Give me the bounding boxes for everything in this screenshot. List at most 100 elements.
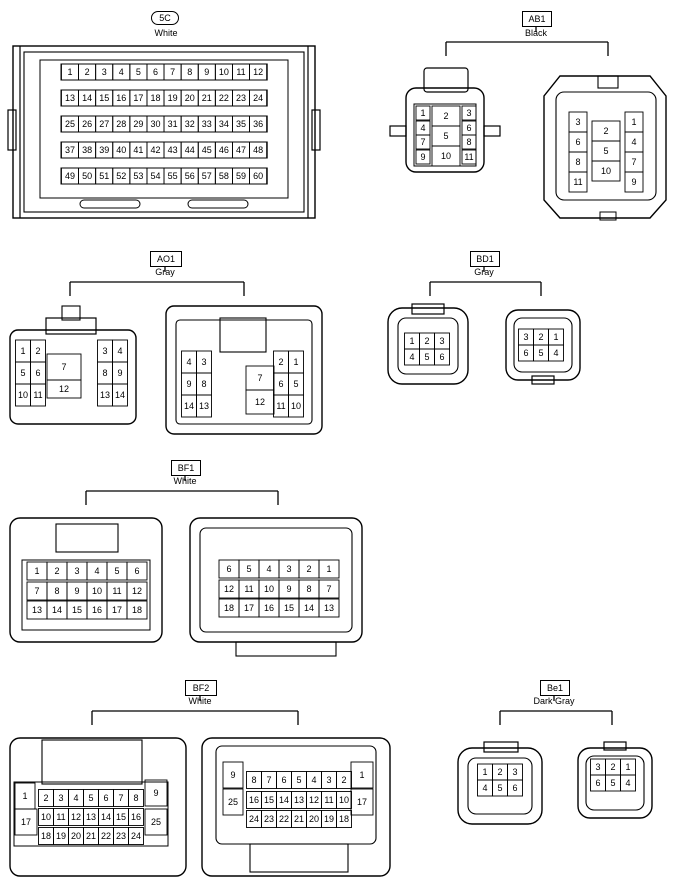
pin-bf1-left: 5	[114, 566, 119, 576]
pin-bf2-left: 25	[151, 817, 161, 827]
pin-bf2-left: 18	[41, 831, 51, 841]
pin-bf1-left: 4	[94, 566, 99, 576]
pin-bf2-left-cell	[128, 827, 144, 845]
pin-ao1-right: 10	[291, 401, 301, 411]
pin-be1-right-cell	[620, 774, 636, 792]
pin-5c: 42	[150, 145, 160, 155]
pin-ab1-right: 5	[603, 146, 608, 156]
pin-ab1-left: 10	[441, 151, 451, 161]
pin-ao1-left: 8	[102, 368, 107, 378]
pin-ab1-left: 4	[420, 123, 425, 133]
connector-bf1-left-housing	[9, 517, 163, 643]
pin-ab1-right-cell	[624, 171, 644, 193]
connector-ao1-color: Gray	[155, 267, 175, 277]
pin-bf2-right: 2	[341, 775, 346, 785]
pin-ab1-left: 11	[464, 152, 473, 162]
pin-bf2-left: 6	[103, 793, 108, 803]
pin-be1-left: 4	[482, 783, 487, 793]
connector-5c-slot-right	[187, 199, 249, 209]
pin-bf2-left: 10	[41, 812, 51, 822]
pin-5c: 44	[185, 145, 195, 155]
pin-bf1-left: 6	[134, 566, 139, 576]
pin-5c: 38	[82, 145, 92, 155]
pin-bf2-left: 16	[131, 812, 141, 822]
pin-bd1-left: 1	[409, 336, 414, 346]
pin-5c: 52	[116, 171, 126, 181]
pin-be1-right: 4	[625, 778, 630, 788]
pin-bf2-left: 7	[118, 793, 123, 803]
pin-bf2-right-cell	[350, 788, 374, 816]
pin-bf2-left: 3	[58, 793, 63, 803]
pin-bf1-right: 14	[304, 603, 314, 613]
pin-5c: 13	[65, 93, 75, 103]
pin-bf2-left: 15	[116, 812, 126, 822]
connector-5c-inner	[23, 51, 305, 213]
pin-bf2-right: 24	[249, 814, 259, 824]
connector-bd1-left-inner	[397, 317, 459, 375]
pin-ao1-left: 2	[35, 346, 40, 356]
pin-bf2-left: 21	[86, 831, 96, 841]
pin-bf2-left: 22	[101, 831, 111, 841]
pin-5c: 21	[202, 93, 212, 103]
pin-ab1-left-cell	[415, 105, 431, 121]
pin-bd1-left: 2	[424, 336, 429, 346]
connector-ab1-color: Black	[524, 28, 547, 38]
pin-5c: 8	[187, 67, 192, 77]
connector-be1-left-housing	[457, 747, 543, 825]
pin-bf2-right: 20	[309, 814, 319, 824]
connector-5c-latch-right	[311, 109, 321, 151]
pin-bf2-left: 20	[71, 831, 81, 841]
connector-ab1-right-housing	[543, 75, 667, 219]
connector-bf1-left-cavity	[21, 559, 151, 631]
pin-bf2-right-cell	[336, 810, 352, 828]
pin-bf1-left: 17	[112, 605, 122, 615]
connector-ab1-left-lock	[423, 67, 469, 93]
pin-bf1-right: 8	[306, 584, 311, 594]
pin-bf2-left-cell	[128, 789, 144, 807]
pin-ao1-left: 7	[61, 362, 66, 372]
pin-5c: 60	[253, 171, 263, 181]
connector-ao1-right-housing	[165, 305, 323, 435]
pin-ab1-left: 3	[466, 108, 471, 118]
pin-bf2-left: 4	[73, 793, 78, 803]
pin-5c: 14	[82, 93, 92, 103]
pin-ao1-left: 5	[20, 368, 25, 378]
pin-bd1-left-cell	[434, 348, 450, 366]
pin-bf2-left: 8	[133, 793, 138, 803]
pin-ab1-left: 1	[420, 108, 425, 118]
pin-bd1-right: 6	[523, 348, 528, 358]
pin-ao1-left: 11	[33, 390, 42, 400]
pin-ao1-left: 1	[20, 346, 25, 356]
pin-ab1-right: 10	[601, 166, 611, 176]
pin-ao1-right: 4	[186, 357, 191, 367]
pin-be1-left-cell	[507, 779, 523, 797]
connector-5c-cavity	[39, 59, 289, 199]
pin-bf1-right: 4	[266, 564, 271, 574]
connector-ab1-id: AB1	[522, 11, 552, 27]
pin-5c: 19	[168, 93, 178, 103]
pin-ao1-right: 5	[293, 379, 298, 389]
pin-bf2-right: 5	[296, 775, 301, 785]
pin-bf2-right: 15	[264, 795, 274, 805]
pin-ao1-right-cell	[196, 394, 212, 418]
pin-5c: 46	[219, 145, 229, 155]
pin-bf2-right: 23	[264, 814, 274, 824]
pin-bf2-right: 18	[339, 814, 349, 824]
pin-bd1-right: 2	[538, 332, 543, 342]
pin-5c: 5	[136, 67, 141, 77]
pin-bf2-right: 10	[339, 795, 349, 805]
connector-bf2-left-cavity	[13, 781, 169, 847]
connector-5c-id: 5C	[151, 11, 179, 25]
pin-bf1-right: 11	[244, 584, 253, 594]
pin-bf1-right-cell	[318, 559, 340, 579]
pin-5c-cell	[249, 141, 268, 159]
pin-bf2-left: 12	[71, 812, 81, 822]
pin-ao1-left: 10	[18, 390, 28, 400]
pin-bd1-right: 1	[553, 332, 558, 342]
pin-5c: 47	[236, 145, 246, 155]
pin-bf2-left: 17	[21, 817, 31, 827]
pin-ab1-right: 4	[631, 137, 636, 147]
pin-5c-cell	[249, 89, 268, 107]
connector-bf1-right-foot	[235, 641, 337, 657]
